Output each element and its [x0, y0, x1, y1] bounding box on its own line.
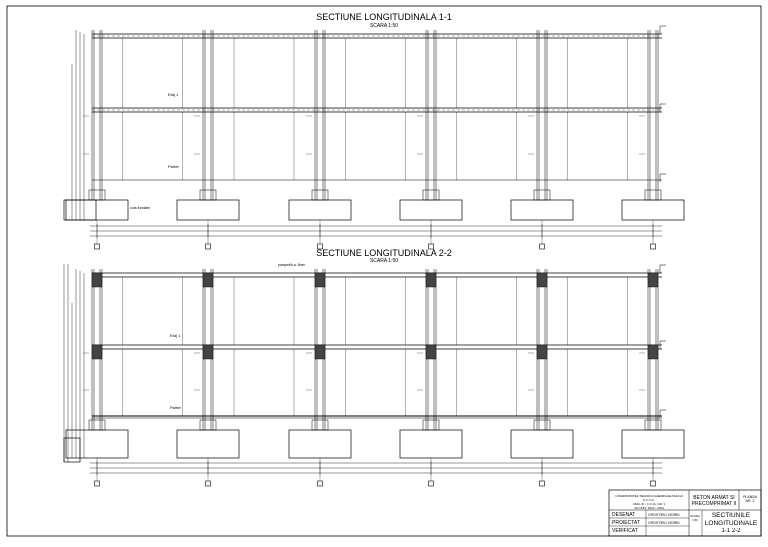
column-axis-4 — [399, 30, 463, 250]
school-line: F.C.I.I.A. — [643, 498, 655, 502]
column-section-fill — [91, 344, 103, 360]
drawing-title-line: 1-1 2-2 — [721, 528, 741, 534]
column-section-fill — [425, 272, 437, 288]
axis-marker — [317, 243, 323, 250]
sheet-border — [6, 5, 762, 537]
section-1-foundation-note: cota fundatie — [130, 206, 151, 210]
role-designed-by: PROIECTAT — [612, 520, 640, 526]
footing — [399, 199, 463, 221]
role-checked: VERIFICAT — [612, 528, 638, 534]
axis-marker — [650, 480, 656, 487]
column-axis-6 — [621, 30, 685, 250]
drawing-title-line: SECTIUNILE — [711, 512, 751, 519]
axis-marker — [650, 243, 656, 250]
column-axis-3 — [288, 269, 352, 487]
column-axis-1 — [65, 30, 129, 250]
axis-marker — [428, 480, 434, 487]
column-axis-2 — [176, 30, 240, 250]
name-designed: CROITORU VIOREL — [648, 513, 681, 517]
axis-marker — [539, 243, 545, 250]
section-1-title: SECTIUNE LONGITUDINALA 1-1 — [316, 12, 452, 22]
footing — [621, 199, 685, 221]
column-section-fill — [536, 272, 548, 288]
section-2-upper-floor-label: Etaj 1 — [170, 333, 181, 338]
pedestal — [533, 189, 551, 201]
footing — [176, 429, 240, 459]
title-block-frame — [608, 489, 762, 537]
footing — [288, 199, 352, 221]
axis-marker — [94, 480, 100, 487]
pedestal — [644, 189, 662, 201]
axis-marker — [205, 480, 211, 487]
column-section-fill — [314, 344, 326, 360]
column-axis-2 — [176, 269, 240, 487]
column-axis-4 — [399, 269, 463, 487]
column-section-fill — [647, 344, 659, 360]
section-1-lower-floor-label: Parter — [168, 164, 179, 169]
role-designed: DESENAT — [612, 512, 636, 518]
column-section-fill — [314, 272, 326, 288]
drawing-title-line: LONGITUDINALE — [704, 520, 758, 527]
scale-cell: SCARA 1:50 — [690, 514, 700, 522]
column-axis-1 — [65, 269, 129, 487]
pedestal — [88, 419, 106, 431]
footing — [621, 429, 685, 459]
footing — [65, 429, 129, 459]
school-line: AN UNIV. 2023 - 2024 — [634, 506, 664, 510]
footing — [510, 199, 574, 221]
pedestal — [644, 419, 662, 431]
section-2-lower-floor-label: Parter — [170, 405, 181, 410]
section-1-1 — [63, 25, 685, 250]
axis-marker — [317, 480, 323, 487]
section-2-2 — [63, 264, 685, 487]
pedestal — [199, 419, 217, 431]
column-axis-5 — [510, 269, 574, 487]
section-2-parapet-note: parapet/b.a. 8mm — [278, 263, 306, 267]
column-section-fill — [425, 344, 437, 360]
pedestal — [422, 419, 440, 431]
school-line: ANUL III - C.C.IA. GR. 3 — [632, 502, 666, 506]
axis-marker — [94, 243, 100, 250]
axis-marker — [205, 243, 211, 250]
axis-marker — [428, 243, 434, 250]
section-1-scale: SCARA 1:50 — [369, 23, 399, 29]
pedestal — [199, 189, 217, 201]
pedestal — [422, 189, 440, 201]
footing — [288, 429, 352, 459]
column-section-fill — [202, 344, 214, 360]
pedestal — [311, 419, 329, 431]
pedestal — [88, 189, 106, 201]
section-2-title: SECTIUNE LONGITUDINALA 2-2 — [316, 248, 452, 258]
column-section-fill — [536, 344, 548, 360]
column-axis-6 — [621, 269, 685, 487]
pedestal — [533, 419, 551, 431]
footing — [510, 429, 574, 459]
column-axis-3 — [288, 30, 352, 250]
title-block-grid — [608, 489, 762, 537]
subject-label: BETON ARMAT SI PRECOMPRIMAT II — [691, 495, 737, 507]
column-section-fill — [91, 272, 103, 288]
column-axis-5 — [510, 30, 574, 250]
section-1-upper-floor-label: Etaj 1 — [168, 92, 179, 97]
column-section-fill — [647, 272, 659, 288]
axis-marker — [539, 480, 545, 487]
section-2-scale: SCARA 1:50 — [369, 258, 399, 264]
edge-footing — [63, 199, 97, 221]
footing — [176, 199, 240, 221]
footing — [65, 199, 129, 221]
school-line: UNIVERSITATEA TEHNICA GHEORGHE ASACHI — [615, 494, 683, 498]
sheet-number-label: PLANSA NR. 2 — [743, 495, 757, 503]
footing — [399, 429, 463, 459]
name-designed-by: CROITORU VIOREL — [648, 521, 681, 525]
pedestal — [311, 189, 329, 201]
column-section-fill — [202, 272, 214, 288]
